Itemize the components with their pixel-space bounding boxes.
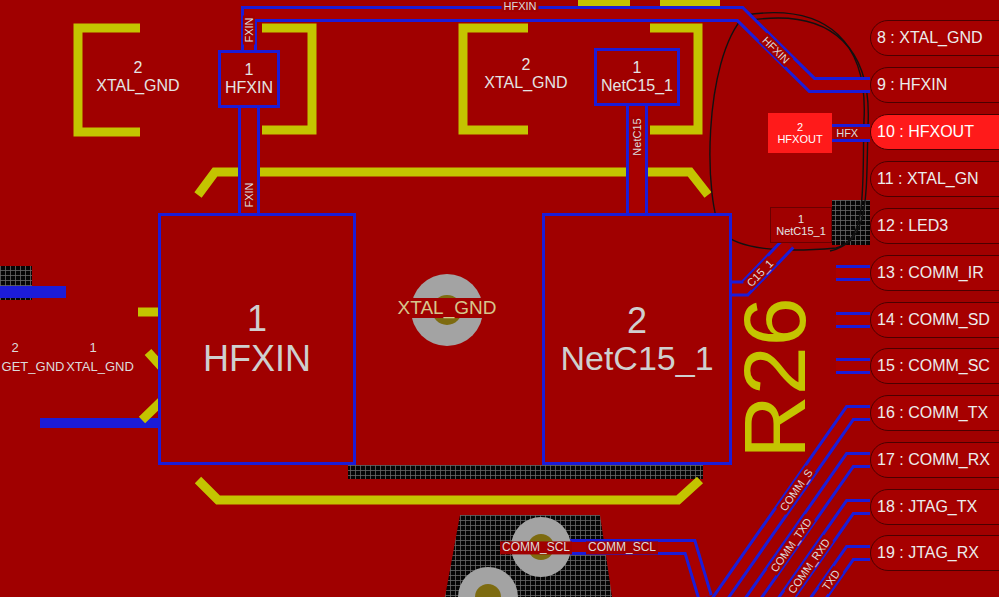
pad-label: XTAL_GND	[96, 77, 179, 95]
hand-drawn-circle	[752, 18, 868, 251]
smd-pad: 1NetC15_1	[770, 207, 832, 243]
pin-label: 16 : COMM_TX	[877, 404, 988, 422]
smd-pad: 2XTAL_GND	[88, 55, 188, 99]
pad-label: HFXIN	[203, 339, 311, 379]
trace-outline	[238, 108, 260, 213]
ic-pin-pad: 14 : COMM_SD	[870, 302, 999, 338]
pad-label: NetC15_1	[601, 77, 673, 95]
ic-pin-pad: 17 : COMM_RX	[870, 442, 999, 478]
ic-pin-pad: 9 : HFXIN	[870, 67, 999, 103]
ic-pin-pad: 12 : LED3	[870, 208, 999, 244]
net-label: TXD	[819, 566, 844, 594]
ic-pin-pad: 10 : HFXOUT	[870, 114, 999, 150]
net-label: HFXIN	[759, 33, 794, 68]
pad-label: NetC15_1	[776, 225, 826, 237]
pad-label: 1	[633, 59, 642, 77]
trace-outline	[836, 273, 870, 366]
keepout-hatch	[348, 465, 703, 479]
pad-label: XTAL_GND	[64, 360, 136, 374]
pad-label: 1	[798, 213, 804, 225]
clearance-outline	[0, 273, 870, 597]
ic-pin-pad: 13 : COMM_IR	[870, 255, 999, 291]
reference-designator: R26	[727, 295, 824, 460]
pin-label: 9 : HFXIN	[877, 76, 947, 94]
pad-label: 2	[522, 56, 531, 74]
hand-drawn-circle	[710, 13, 864, 250]
smd-pad: 1HFXIN	[158, 213, 356, 465]
pin-label: 14 : COMM_SD	[877, 311, 990, 329]
ic-pin-pad: 19 : JTAG_RX	[870, 535, 999, 571]
pad-label: GET_GND	[0, 360, 66, 374]
pad-label: HFXOUT	[777, 133, 822, 145]
smd-pad: XTAL_GND	[362, 288, 532, 328]
net-label: COMM_S	[776, 465, 816, 515]
pin-label: 13 : COMM_IR	[877, 264, 984, 282]
net-label: COMM_SCL	[586, 541, 658, 554]
pad-label: 2	[797, 121, 803, 133]
smd-pad: 2XTAL_GND	[476, 52, 576, 96]
ic-pin-pad: 8 : XTAL_GND	[870, 20, 999, 56]
pin-label: 19 : JTAG_RX	[877, 544, 979, 562]
net-label: HFX	[834, 127, 860, 139]
silkscreen-fragment	[578, 0, 720, 7]
net-label: HFXIN	[502, 0, 539, 12]
pin-label: 12 : LED3	[877, 217, 948, 235]
pad-label: 2	[9, 341, 20, 355]
trace-core	[832, 127, 870, 139]
net-label: COMM_SCL	[500, 541, 572, 554]
pin-label: 11 : XTAL_GN	[877, 170, 979, 188]
pad-label: 1	[247, 299, 267, 339]
ic-pin-pad: 18 : JTAG_TX	[870, 489, 999, 525]
pad-label: XTAL_GND	[395, 298, 500, 319]
pin-label: 17 : COMM_RX	[877, 451, 990, 469]
copper-trace	[836, 273, 870, 366]
pin-label: 18 : JTAG_TX	[877, 498, 977, 516]
smd-pad: 1HFXIN	[218, 50, 280, 108]
via-hole	[475, 584, 501, 597]
smd-pad: 1NetC15_1	[594, 48, 680, 106]
hand-drawn-circle	[710, 13, 868, 251]
pin-label: 10 : HFXOUT	[877, 123, 974, 141]
trace-core	[629, 106, 645, 213]
net-label: C15_1	[743, 256, 777, 291]
trace-outline	[832, 124, 870, 142]
pad-label: 2	[627, 301, 647, 341]
pad-label: XTAL_GND	[484, 74, 567, 92]
trace-outline	[626, 106, 648, 213]
pad-label: 1	[245, 61, 254, 79]
ic-pin-pad: 11 : XTAL_GN	[870, 161, 999, 197]
crystal-outline	[198, 480, 700, 500]
net-label: NetC15	[631, 116, 643, 157]
trace-core	[241, 108, 257, 213]
pad-label: HFXIN	[225, 79, 273, 97]
via	[458, 567, 518, 597]
net-label: FXIN	[243, 180, 255, 209]
pin-label: 15 : COMM_SC	[877, 357, 990, 375]
pad-label: 2	[134, 59, 143, 77]
smd-pad: 2HFXOUT	[768, 113, 832, 153]
pad-label: NetC15_1	[560, 340, 713, 377]
ic-pin-pad: 15 : COMM_SC	[870, 348, 999, 384]
clearance-outline	[0, 286, 66, 298]
pad-label: 1	[87, 341, 98, 355]
smd-pad: 2NetC15_1	[542, 213, 732, 465]
net-label: FXIN	[243, 15, 255, 44]
pin-label: 8 : XTAL_GND	[877, 29, 983, 47]
ic-pin-pad: 16 : COMM_TX	[870, 395, 999, 431]
